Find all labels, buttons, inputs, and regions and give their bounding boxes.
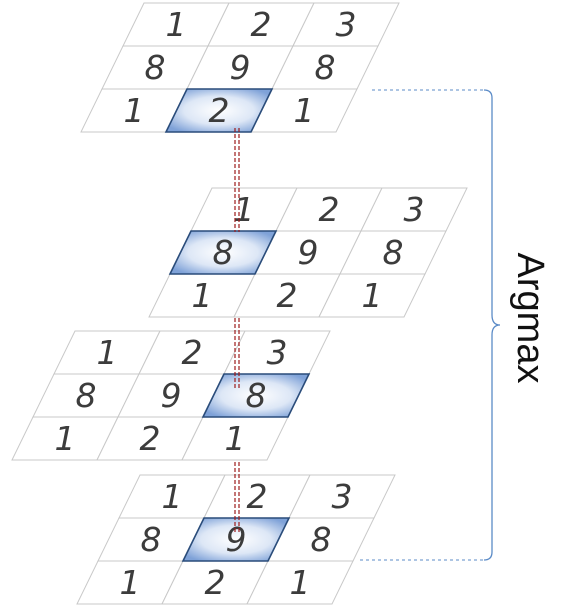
- cell-value: 1: [166, 5, 187, 44]
- cell-value: 3: [267, 333, 288, 372]
- cell-value: 1: [290, 563, 311, 602]
- grid-cell: [318, 273, 426, 318]
- cell-value: 2: [247, 477, 268, 516]
- argmax-cell: [201, 373, 311, 418]
- cell-value: 1: [124, 91, 145, 130]
- argmax-cell: [181, 517, 291, 562]
- cell-value: 2: [140, 419, 161, 458]
- cell-value: 8: [213, 233, 234, 272]
- vertical-connectors: [234, 128, 240, 532]
- cell-value: 1: [162, 477, 183, 516]
- cell-value: 8: [311, 520, 332, 559]
- cell-value: 8: [76, 376, 97, 415]
- cell-value: 1: [294, 91, 315, 130]
- cell-value: 3: [404, 190, 425, 229]
- grid-cell: [246, 560, 354, 605]
- argmax-label: Argmax: [509, 253, 551, 384]
- cell-value: 3: [332, 477, 353, 516]
- cell-value: 8: [145, 48, 166, 87]
- cell-value: 1: [234, 190, 255, 229]
- cell-value: 1: [55, 419, 76, 458]
- argmax-cell: [168, 230, 278, 275]
- cell-value: 1: [97, 333, 118, 372]
- cell-value: 8: [246, 376, 267, 415]
- cell-value: 1: [225, 419, 246, 458]
- cell-value: 8: [141, 520, 162, 559]
- cell-value: 9: [298, 233, 319, 272]
- cell-value: 2: [209, 91, 230, 130]
- argmax-cell: [164, 88, 274, 133]
- cell-value: 3: [336, 5, 357, 44]
- cell-value: 2: [205, 563, 226, 602]
- cell-value: 1: [120, 563, 141, 602]
- cell-value: 2: [251, 5, 272, 44]
- cell-value: 2: [277, 276, 298, 315]
- cell-value: 9: [161, 376, 182, 415]
- cell-value: 1: [362, 276, 383, 315]
- cell-value: 8: [315, 48, 336, 87]
- cell-value: 9: [226, 520, 247, 559]
- cell-value: 9: [230, 48, 251, 87]
- cell-value: 2: [319, 190, 340, 229]
- cell-value: 8: [383, 233, 404, 272]
- cell-value: 2: [182, 333, 203, 372]
- cell-value: 1: [192, 276, 213, 315]
- argmax-bracket: [360, 89, 501, 561]
